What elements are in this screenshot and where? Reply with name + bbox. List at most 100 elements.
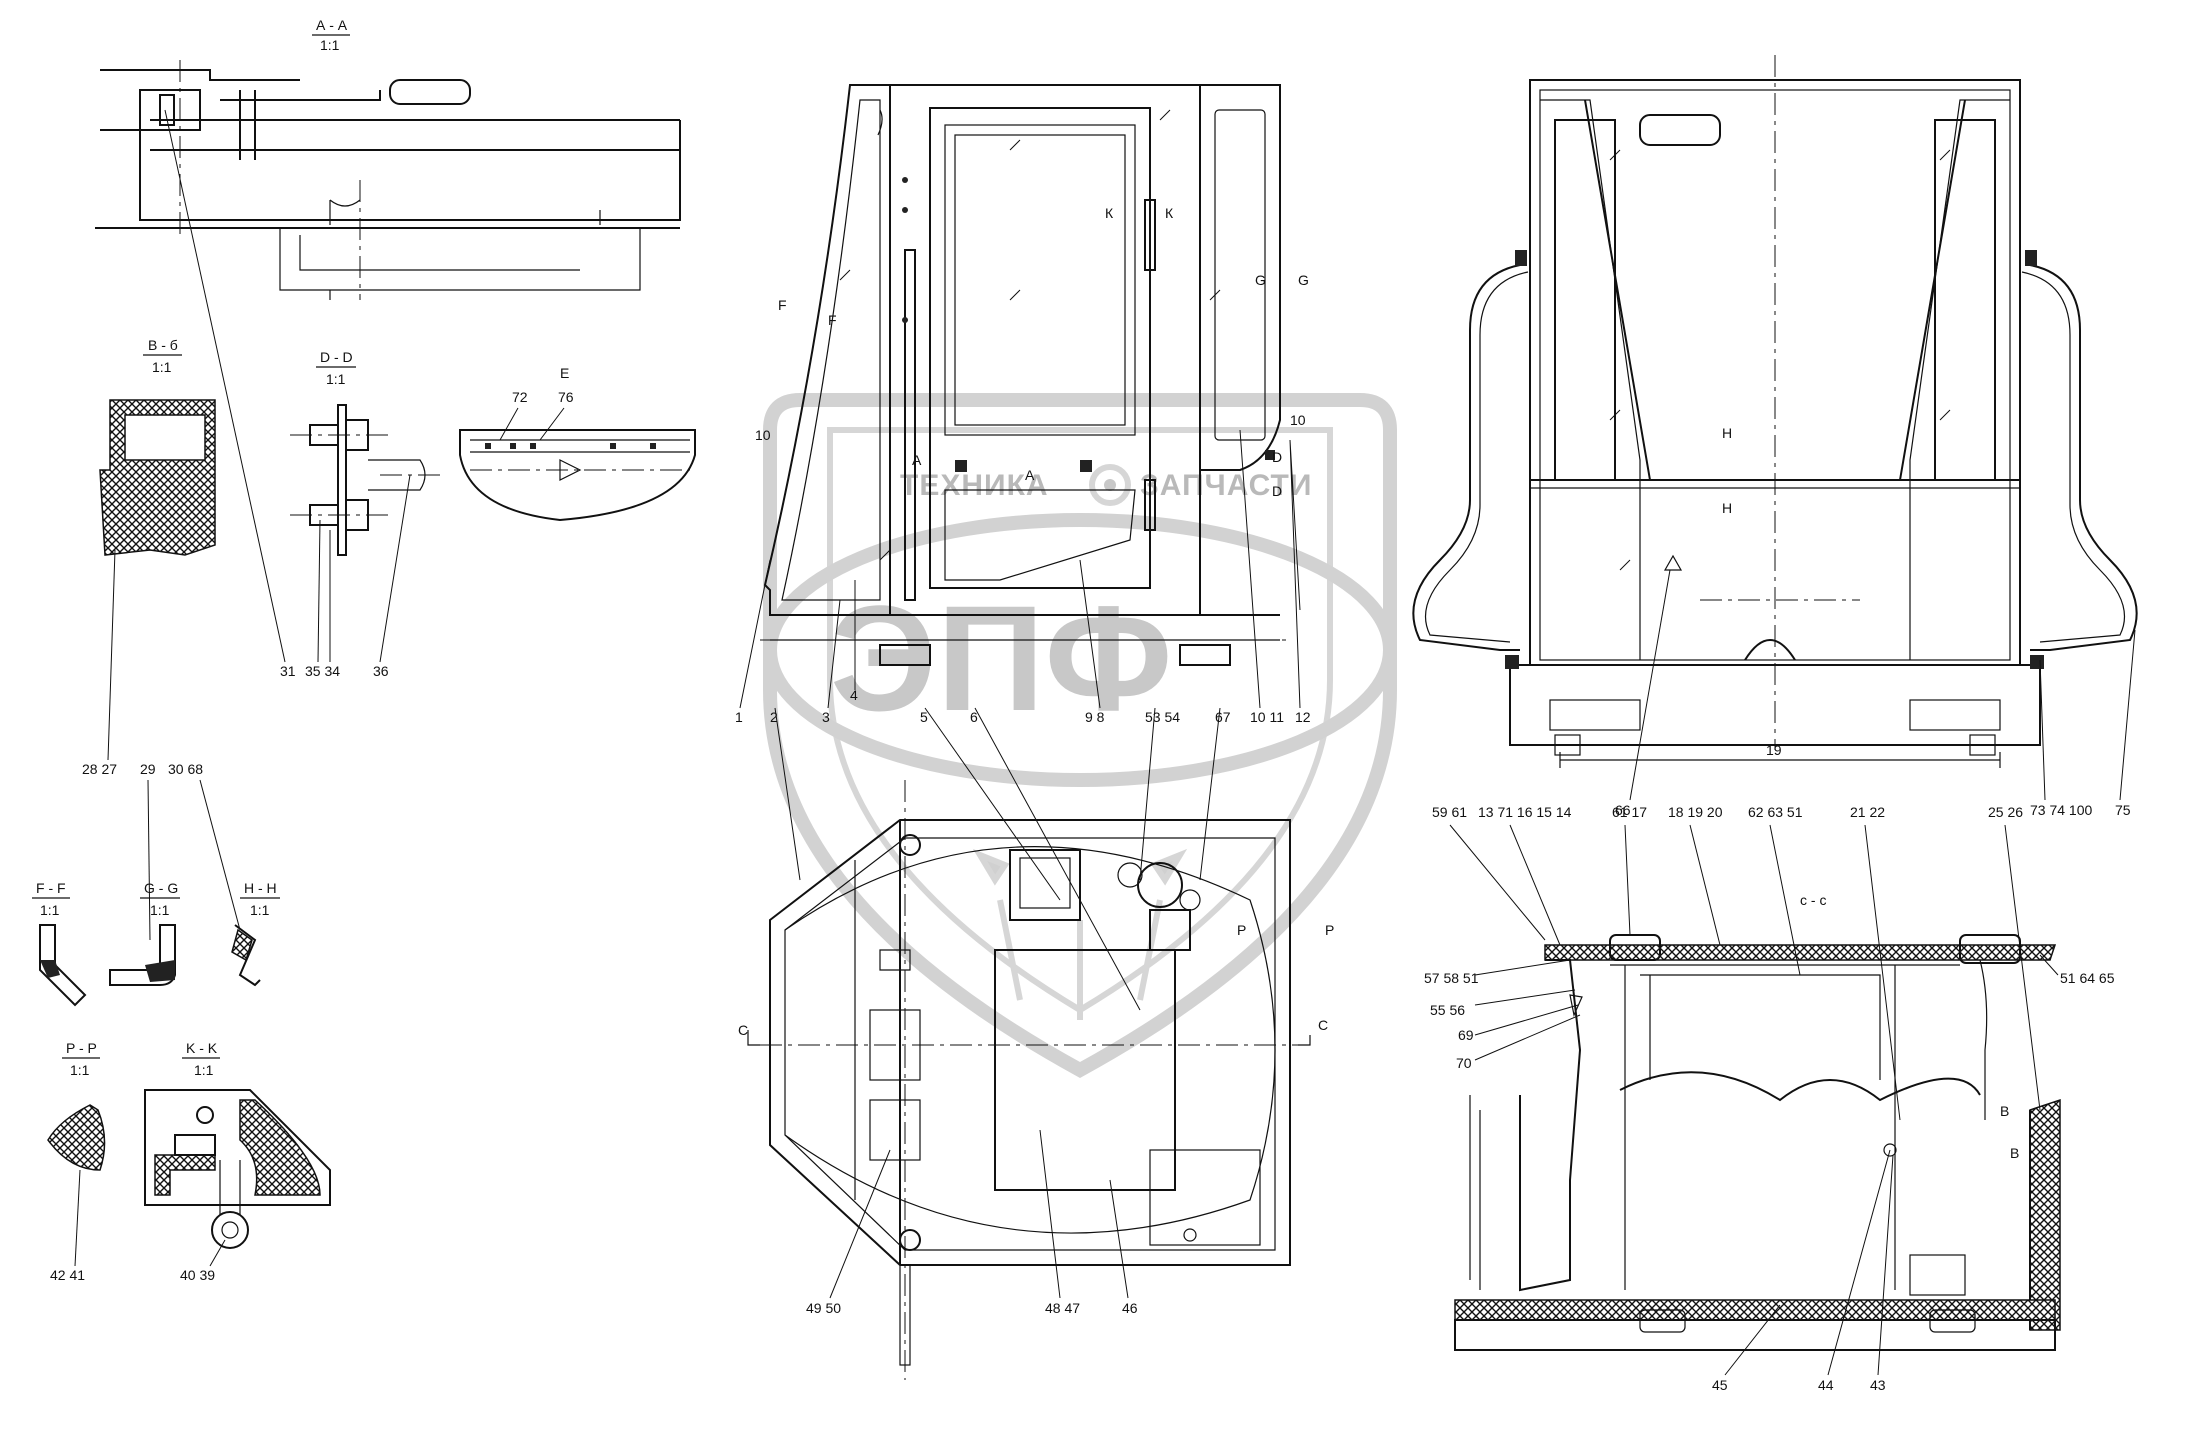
section-g-g-scale: 1:1: [150, 902, 170, 918]
callout-2: 2: [770, 709, 778, 725]
section-k-k-title: K - K: [186, 1040, 218, 1056]
callout-35-34: 35 34: [305, 663, 340, 679]
view-e: E: [459, 365, 696, 522]
section-a-a-title: А - А: [316, 17, 348, 33]
callout-53-54: 53 54: [1145, 709, 1180, 725]
callout-12: 12: [1295, 709, 1311, 725]
section-f-f-title: F - F: [36, 880, 66, 896]
callout-6: 6: [970, 709, 978, 725]
watermark-brand-left: ТЕХНИКА: [900, 469, 1049, 502]
callout-28-27: 28 27: [82, 761, 117, 777]
section-k-k-scale: 1:1: [194, 1062, 214, 1078]
callout-1: 1: [735, 709, 743, 725]
watermark: ТЕХНИКА ЗАПЧАСТИ ЭПФ: [763, 393, 1397, 1078]
callout-31: 31: [280, 663, 296, 679]
cut-mark-d-bottom: D: [1272, 483, 1282, 499]
cut-mark-f-right: F: [828, 312, 837, 328]
callout-46: 46: [1122, 1300, 1138, 1316]
cab-rear-view: Н Н: [1412, 55, 2138, 768]
callout-19: 19: [1766, 742, 1782, 758]
cut-mark-c-right: C: [1318, 1017, 1328, 1033]
callout-62-63-51: 62 63 51: [1748, 804, 1803, 820]
cut-mark-a-right: A: [1025, 467, 1035, 483]
watermark-brand-right: ЗАПЧАСТИ: [1140, 469, 1312, 502]
section-a-a-scale: 1:1: [320, 37, 340, 53]
callout-3: 3: [822, 709, 830, 725]
callout-4: 4: [850, 687, 858, 703]
callout-36: 36: [373, 663, 389, 679]
gear-icon: [1089, 464, 1131, 506]
callout-10-11: 10 11: [1250, 709, 1284, 725]
section-d-d-scale: 1:1: [326, 371, 346, 387]
section-p-p-scale: 1:1: [70, 1062, 90, 1078]
callout-55-56: 55 56: [1430, 1002, 1465, 1018]
callout-72: 72: [512, 389, 528, 405]
callout-43: 43: [1870, 1377, 1886, 1393]
callout-29: 29: [140, 761, 156, 777]
cut-mark-h-top: Н: [1722, 425, 1732, 441]
cut-mark-h-bottom: Н: [1722, 500, 1732, 516]
callout-70: 70: [1456, 1055, 1472, 1071]
cab-plan-view: P P C C: [738, 780, 1334, 1380]
callout-76: 76: [558, 389, 574, 405]
section-p-p: P - P 1:1: [47, 1040, 106, 1171]
section-f-f: F - F 1:1: [32, 880, 87, 1007]
cut-mark-k-left: К: [1105, 205, 1114, 221]
callout-57-58-51: 57 58 51: [1424, 970, 1479, 986]
section-f-f-scale: 1:1: [40, 902, 60, 918]
section-a-a: А - А 1:1: [95, 17, 681, 300]
callout-30-68: 30 68: [168, 761, 203, 777]
section-d-d-title: D - D: [320, 349, 353, 365]
callout-51-64-65: 51 64 65: [2060, 970, 2115, 986]
cut-mark-b-bottom: В: [2010, 1145, 2019, 1161]
callout-13-71-16-15-14: 13 71 16 15 14: [1478, 804, 1572, 820]
view-e-title: E: [560, 365, 569, 381]
section-b-b: В - б 1:1: [99, 337, 216, 556]
callout-73-74-100: 73 74 100: [2030, 802, 2092, 818]
section-h-h-scale: 1:1: [250, 902, 270, 918]
callout-18-19-20: 18 19 20: [1668, 804, 1723, 820]
callout-75: 75: [2115, 802, 2131, 818]
callout-9-8: 9 8: [1085, 709, 1105, 725]
cab-side-view: К К G G F F A A D D: [760, 84, 1309, 666]
section-p-p-title: P - P: [66, 1040, 97, 1056]
callout-67: 67: [1215, 709, 1231, 725]
callout-49-50: 49 50: [806, 1300, 841, 1316]
watermark-logo: ЭПФ: [830, 574, 1173, 742]
callout-69: 69: [1458, 1027, 1474, 1043]
cut-mark-g-right: G: [1298, 272, 1309, 288]
cut-mark-k-right: К: [1165, 205, 1174, 221]
callout-5: 5: [920, 709, 928, 725]
callout-25-26: 25 26: [1988, 804, 2023, 820]
cut-mark-d-top: D: [1272, 449, 1282, 465]
callout-45: 45: [1712, 1377, 1728, 1393]
callout-59-61: 59 61: [1432, 804, 1467, 820]
callout-10-upper-left: 10: [755, 427, 771, 443]
callout-66: 66: [1615, 802, 1631, 818]
cut-mark-a-left: A: [912, 452, 922, 468]
callout-10-upper-right: 10: [1290, 412, 1306, 428]
section-h-h-title: H - H: [244, 880, 277, 896]
section-k-k: K - K 1:1: [144, 1040, 331, 1249]
section-h-h: H - H 1:1: [231, 880, 280, 987]
section-g-g: G - G 1:1: [109, 880, 180, 986]
cut-mark-p-left: P: [1237, 922, 1246, 938]
callout-61-17: 61 17: [1612, 804, 1647, 820]
cut-mark-g-left: G: [1255, 272, 1266, 288]
watermark-shield: [763, 393, 1397, 1078]
cut-mark-f-left: F: [778, 297, 787, 313]
section-b-b-title: В - б: [148, 337, 178, 353]
callout-42-41: 42 41: [50, 1267, 85, 1283]
cut-mark-c-left: C: [738, 1022, 748, 1038]
section-d-d: D - D 1:1: [290, 349, 440, 556]
callout-44: 44: [1818, 1377, 1834, 1393]
section-c-c: c - c В В: [1454, 892, 2061, 1351]
section-b-b-scale: 1:1: [152, 359, 172, 375]
section-c-c-title: c - c: [1800, 892, 1826, 908]
cut-mark-b-top: В: [2000, 1103, 2009, 1119]
callout-21-22: 21 22: [1850, 804, 1885, 820]
callout-48-47: 48 47: [1045, 1300, 1080, 1316]
cut-mark-p-right: P: [1325, 922, 1334, 938]
callout-40-39: 40 39: [180, 1267, 215, 1283]
